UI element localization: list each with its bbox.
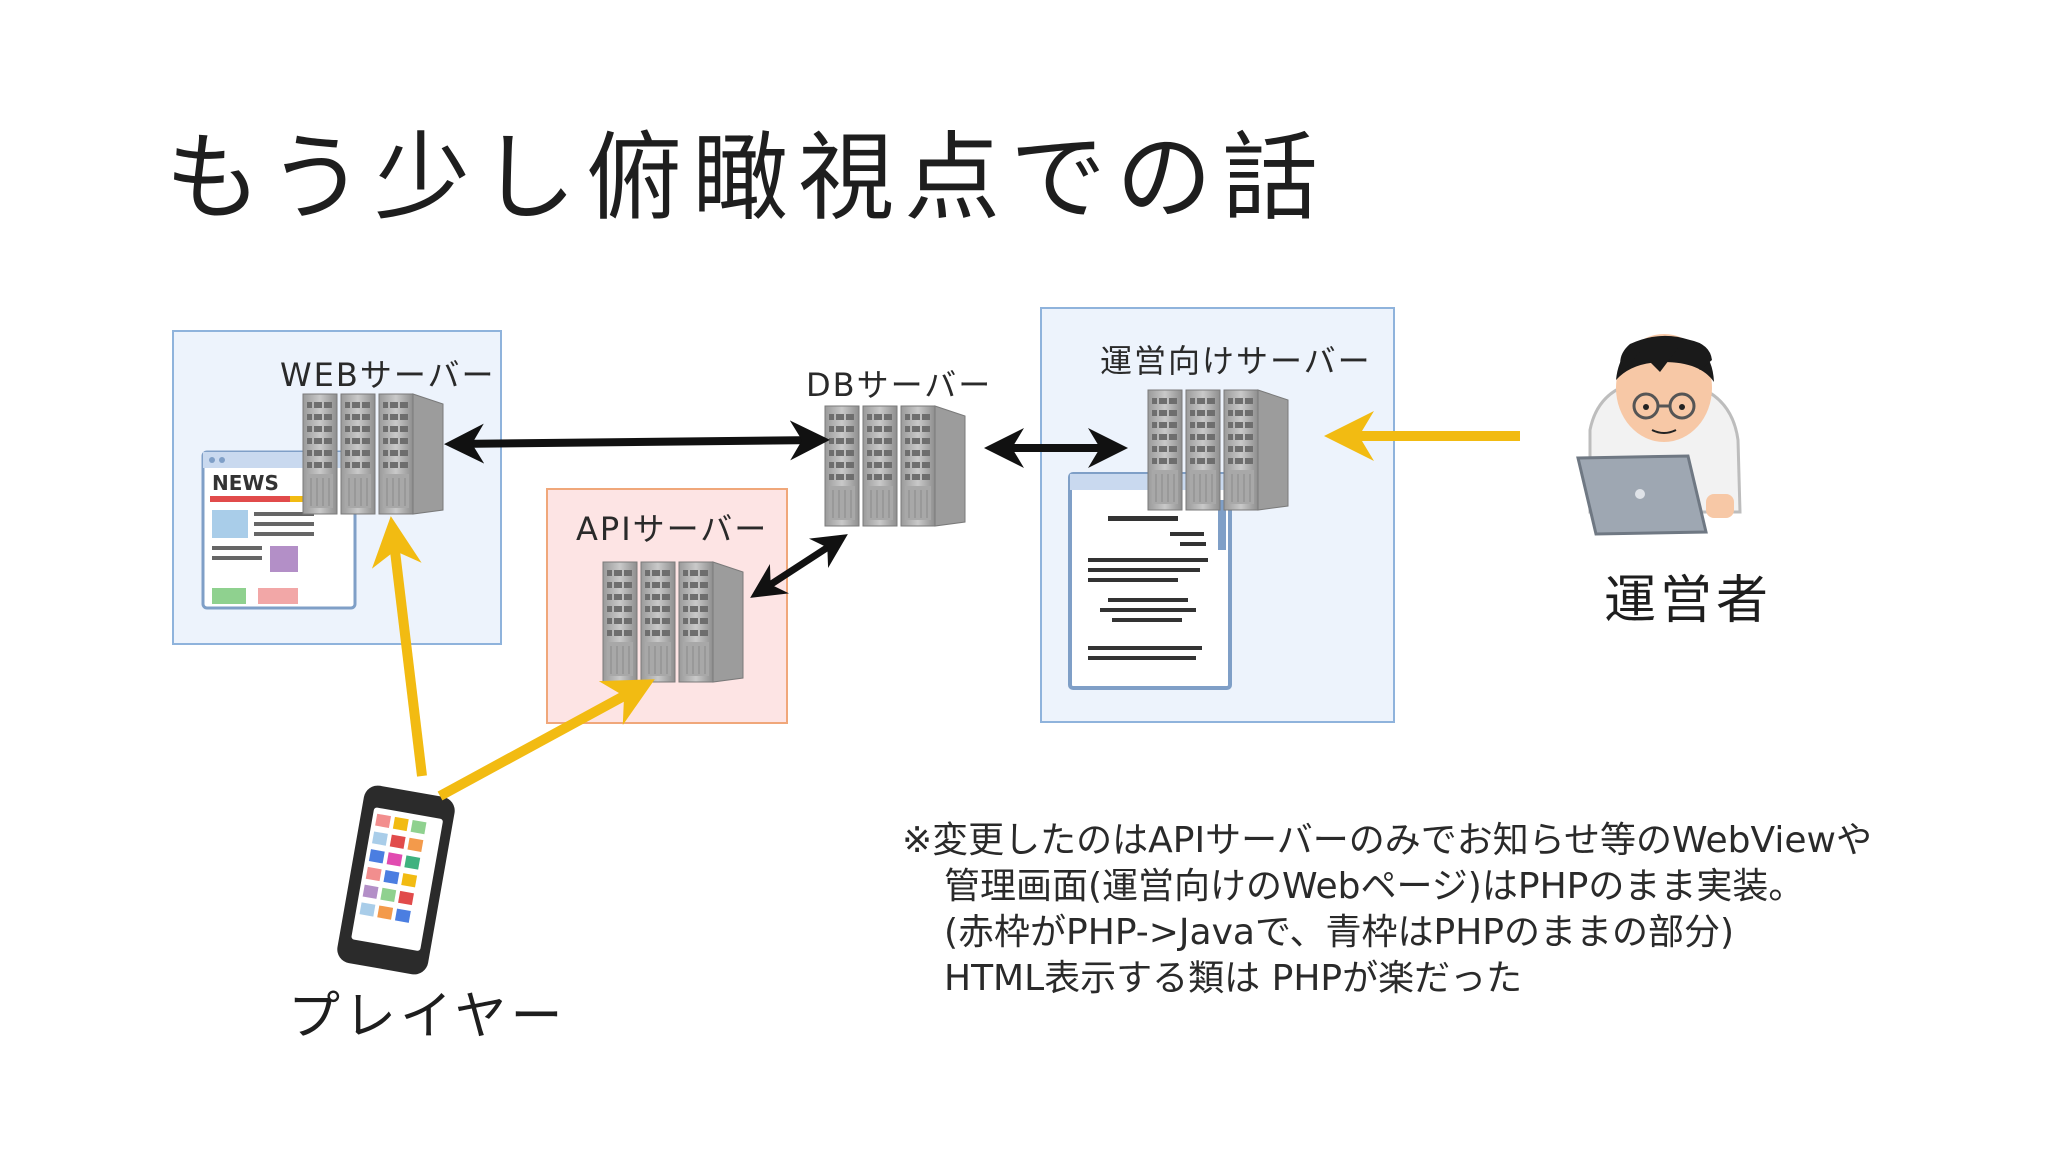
arrow-player-api [437, 679, 655, 801]
news-label: NEWS [212, 471, 279, 495]
arrow-player-web [371, 516, 427, 777]
player-label: プレイヤー [288, 987, 567, 1047]
operator-icon [1576, 334, 1742, 536]
admin-server-label: 運営向けサーバー [1100, 342, 1372, 380]
slide-title: もう少し俯瞰視点での話 [165, 122, 1329, 234]
db-server-icon [825, 406, 965, 526]
web-server-icon [303, 394, 443, 514]
admin-server-icon [1148, 390, 1288, 510]
web-server-label: WEBサーバー [280, 356, 496, 394]
api-server-icon [603, 562, 743, 682]
smartphone-icon [337, 785, 455, 975]
note-line-1: ※変更したのはAPIサーバーのみでお知らせ等のWebViewや [902, 820, 1872, 861]
note-line-2: 管理画面(運営向けのWebページ)はPHPのまま実装。 [944, 866, 1805, 907]
note-text: ※変更したのはAPIサーバーのみでお知らせ等のWebViewや 管理画面(運営向… [902, 818, 1872, 1002]
note-line-3: (赤枠がPHP->Javaで、青枠はPHPのままの部分) [944, 912, 1735, 953]
operator-label: 運営者 [1604, 571, 1773, 631]
arrow-db-api [750, 534, 848, 598]
note-line-4: HTML表示する類は PHPが楽だった [944, 958, 1523, 999]
api-server-label: APIサーバー [576, 510, 769, 548]
db-server-label: DBサーバー [806, 366, 993, 404]
arrow-web-db [444, 420, 830, 464]
